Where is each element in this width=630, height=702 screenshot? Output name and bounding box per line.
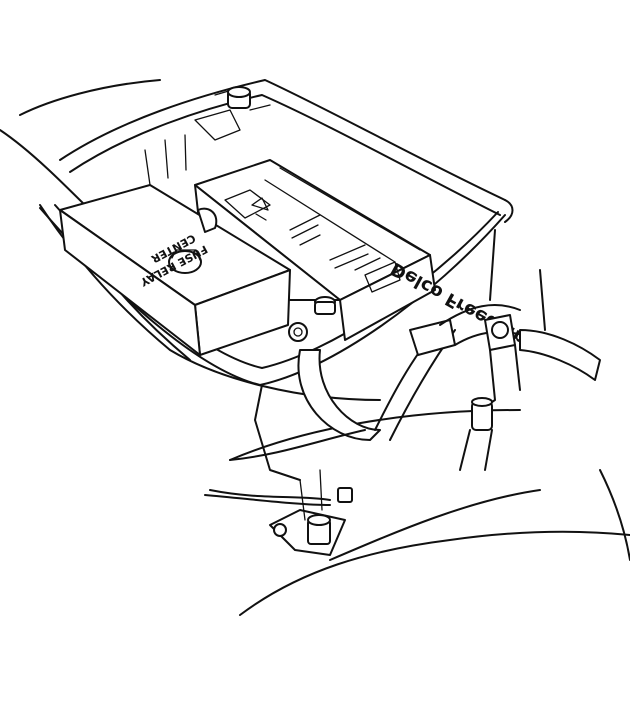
cables bbox=[209, 304, 526, 501]
recycle-icon bbox=[251, 197, 269, 221]
tray-corner-nut bbox=[288, 322, 308, 342]
fuse-cover-knob-icon bbox=[168, 249, 202, 274]
pipe-clamp bbox=[479, 314, 601, 411]
fitting-valve bbox=[459, 397, 493, 471]
hex-bolt-icon bbox=[307, 487, 353, 545]
fuse-relay-center: FUSE RELAY CENTER bbox=[59, 184, 291, 356]
battery-terminal bbox=[314, 296, 336, 315]
hold-down-bolt bbox=[227, 86, 251, 109]
